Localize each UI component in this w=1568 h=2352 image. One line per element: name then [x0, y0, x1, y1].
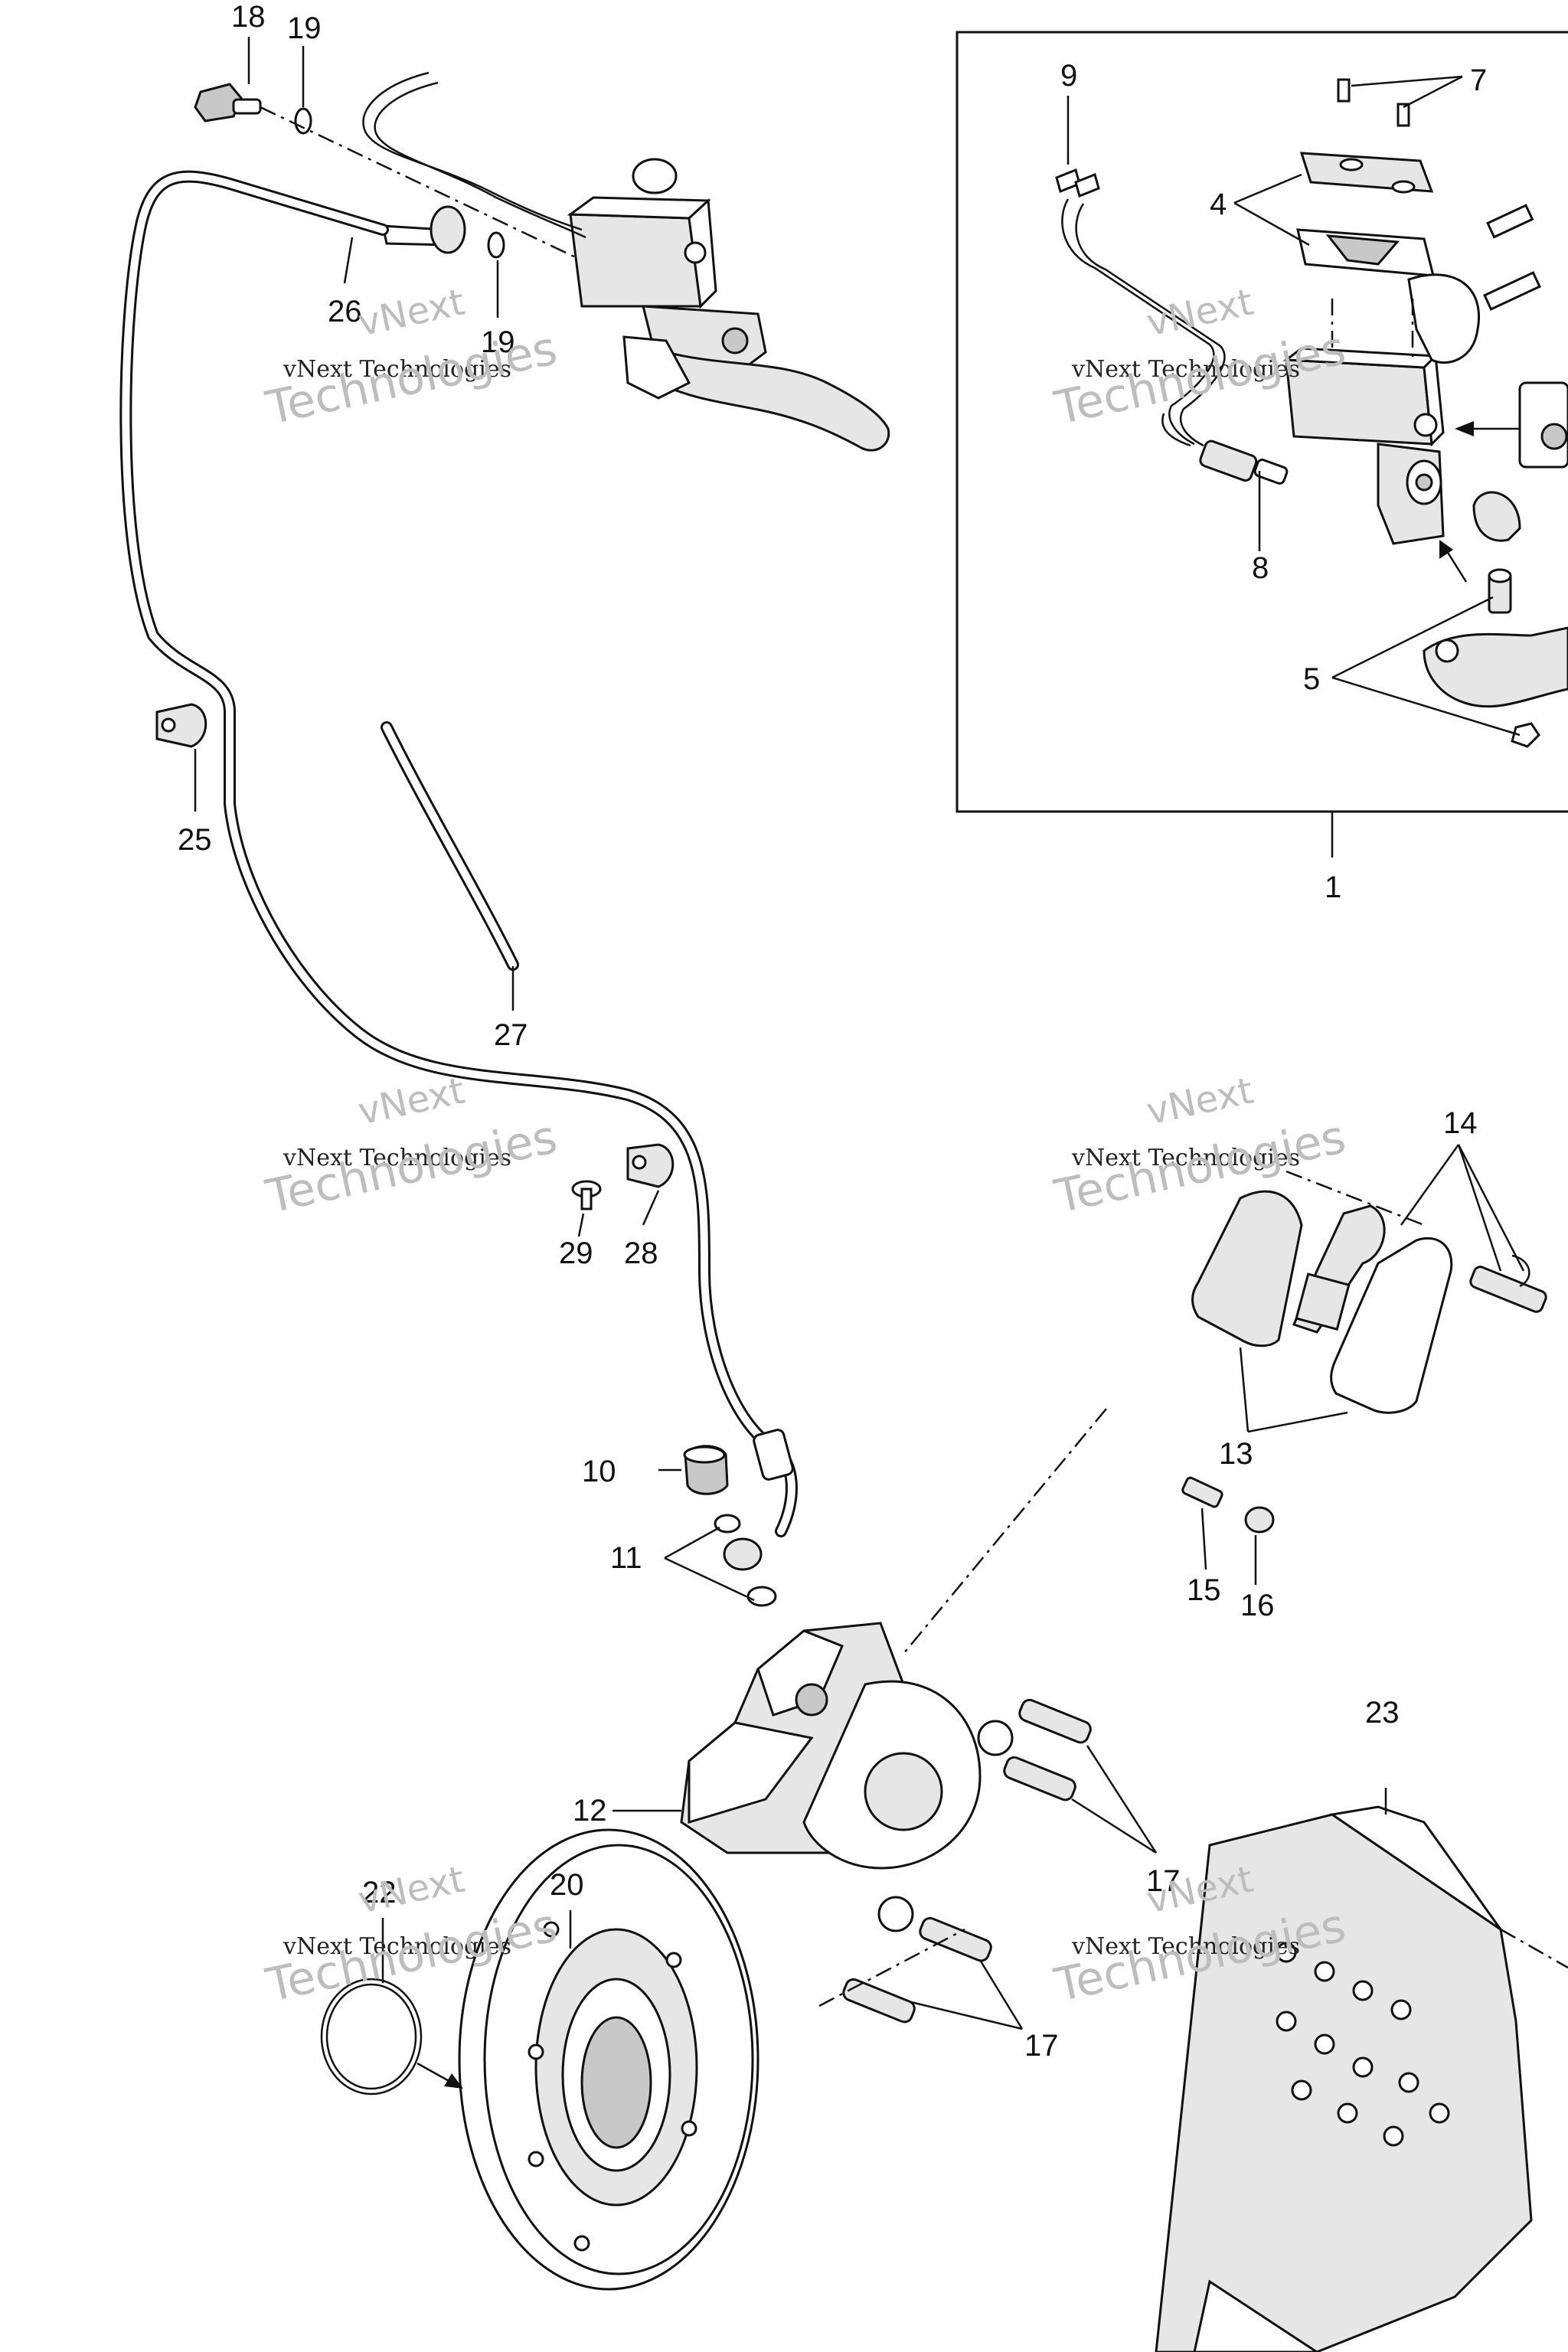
- svg-text:Technologies: Technologies: [261, 1110, 562, 1224]
- callout-26: 26: [328, 295, 362, 328]
- svg-text:vNext: vNext: [354, 1070, 469, 1134]
- callout-19-bottom: 19: [481, 325, 515, 359]
- svg-text:vNext: vNext: [354, 281, 469, 345]
- callout-7: 7: [1470, 64, 1487, 97]
- callout-25: 25: [178, 823, 212, 857]
- watermark-1: vNext vNext Technologies Technologies: [261, 281, 562, 436]
- svg-text:vNext Technologies: vNext Technologies: [1071, 356, 1300, 383]
- callout-11: 11: [610, 1541, 642, 1575]
- svg-text:vNext Technologies: vNext Technologies: [283, 1145, 511, 1171]
- callout-28: 28: [624, 1236, 658, 1270]
- clamp-25: [155, 703, 207, 812]
- svg-text:vNext Technologies: vNext Technologies: [1071, 1933, 1300, 1960]
- callout-17-top: 17: [1146, 1864, 1181, 1898]
- callout-20: 20: [550, 1868, 584, 1902]
- watermark-4: vNext vNext Technologies Technologies: [1050, 1070, 1351, 1224]
- hose-27: [381, 721, 519, 1011]
- svg-text:vNext: vNext: [1143, 281, 1257, 345]
- svg-text:vNext Technologies: vNext Technologies: [283, 356, 511, 383]
- callout-17-bottom: 17: [1024, 2029, 1059, 2063]
- master-cylinder-inset: [956, 31, 1568, 858]
- o-ring-22: [320, 1918, 463, 2096]
- callout-10: 10: [582, 1455, 616, 1488]
- svg-text:vNext: vNext: [1143, 1070, 1257, 1134]
- svg-text:vNext Technologies: vNext Technologies: [283, 1933, 511, 1960]
- callout-12: 12: [573, 1794, 607, 1828]
- callout-8: 8: [1252, 551, 1269, 585]
- callout-18: 18: [231, 0, 266, 34]
- callout-14: 14: [1443, 1106, 1478, 1140]
- svg-text:vNext: vNext: [354, 1858, 469, 1922]
- callout-23: 23: [1365, 1696, 1400, 1730]
- callout-13: 13: [1219, 1437, 1253, 1471]
- disc-guard: [1155, 1788, 1568, 2352]
- screw-29: [571, 1180, 602, 1237]
- callout-19-top: 19: [287, 11, 322, 45]
- callout-16: 16: [1240, 1589, 1275, 1622]
- brake-pads: [1191, 1170, 1547, 1414]
- callout-9: 9: [1060, 59, 1077, 93]
- master-cylinder-left: [194, 71, 890, 452]
- callout-27: 27: [494, 1018, 528, 1052]
- svg-text:Technologies: Technologies: [1050, 1110, 1351, 1224]
- callout-15: 15: [1187, 1573, 1221, 1607]
- callout-numbers: 18 19 26 19 9 7 4 8 5 1 25 27 14 29 28 1…: [178, 0, 1487, 2063]
- callout-5: 5: [1303, 662, 1320, 696]
- brake-hose: [119, 170, 798, 1537]
- callout-1: 1: [1325, 871, 1341, 904]
- callout-29: 29: [559, 1236, 593, 1270]
- svg-text:vNext Technologies: vNext Technologies: [1071, 1145, 1300, 1171]
- clamp-28: [626, 1143, 675, 1226]
- leader-lines: [247, 37, 1525, 2030]
- callout-22: 22: [362, 1876, 397, 1909]
- svg-text:Technologies: Technologies: [261, 322, 562, 436]
- caliper-assembly: [680, 1408, 1275, 2024]
- callout-4: 4: [1210, 188, 1227, 221]
- brake-disc: [458, 1828, 760, 2291]
